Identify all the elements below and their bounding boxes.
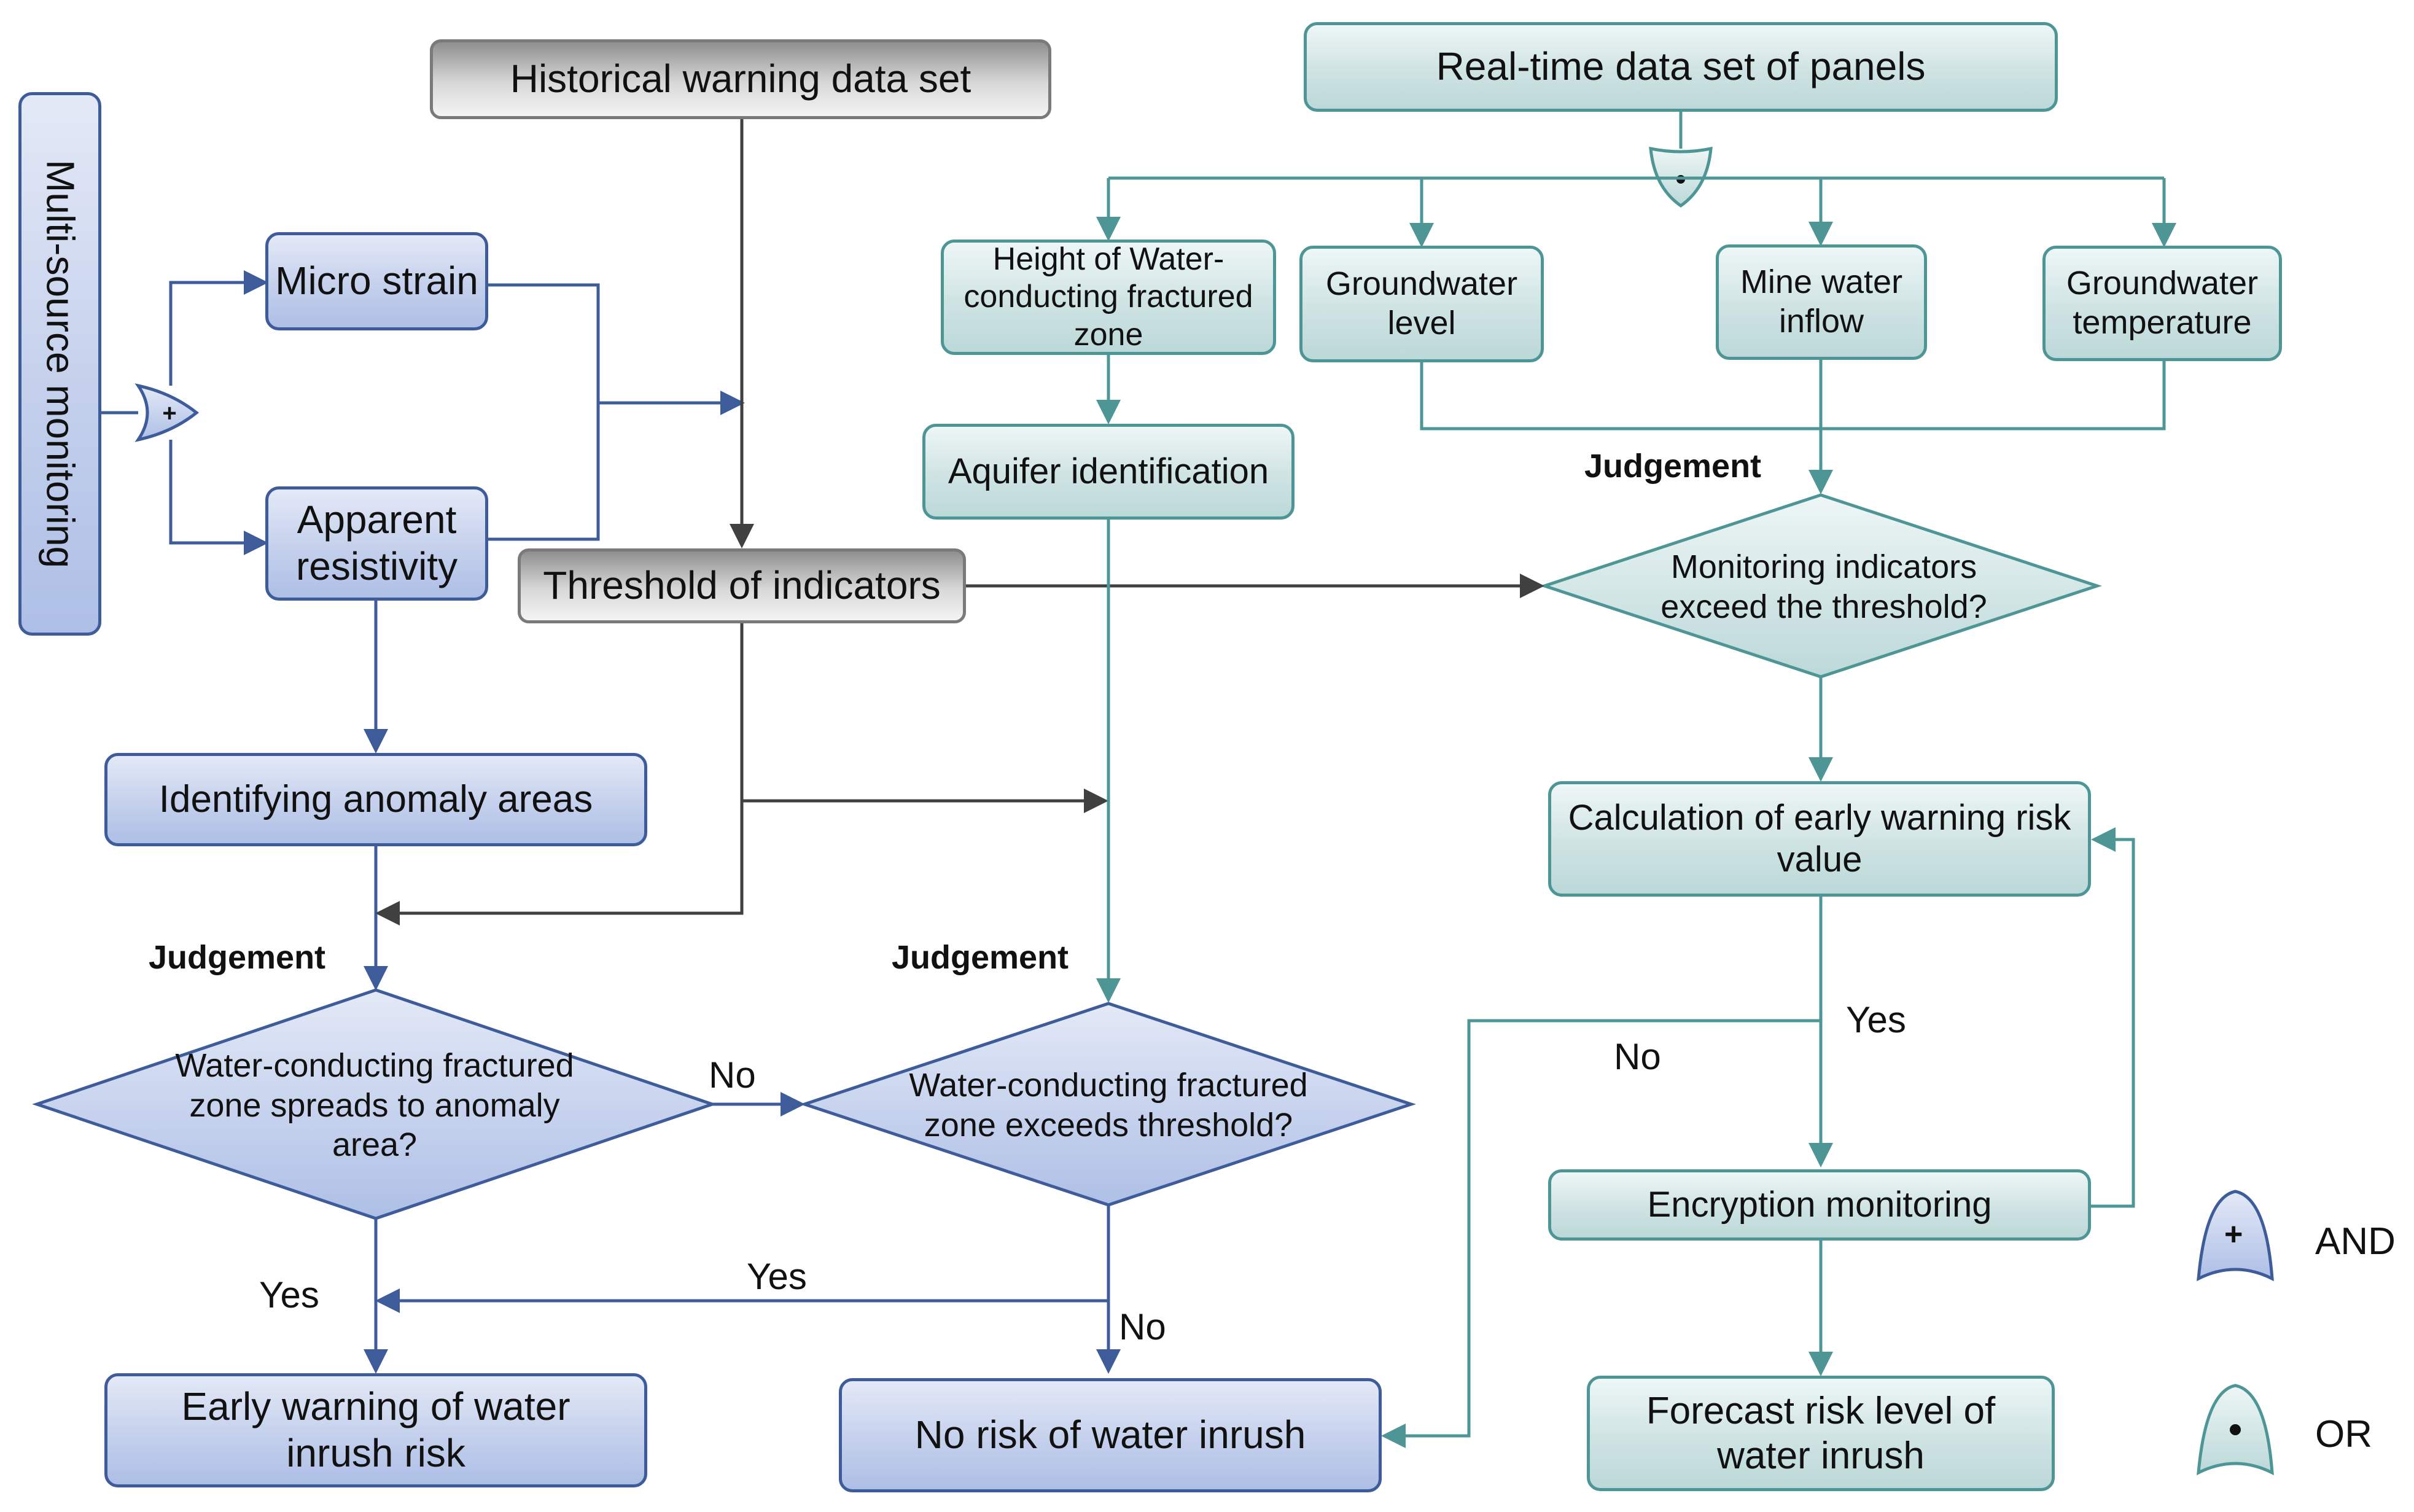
micro-strain-node: Micro strain	[265, 232, 488, 330]
groundwater-temperature-node: Groundwater temperature	[2042, 246, 2282, 361]
forecast-risk-node: Forecast risk level of water inrush	[1587, 1376, 2055, 1491]
legend-and-symbol: +	[2224, 1217, 2243, 1252]
legend-or-label: OR	[2315, 1413, 2372, 1455]
height-fractured-zone-node: Height of Water-conducting fractured zon…	[941, 240, 1276, 355]
and-gate-icon: +	[134, 383, 200, 442]
judgement-label-2: Judgement	[892, 939, 1069, 976]
groundwater-level-node: Groundwater level	[1299, 246, 1544, 362]
decision-d1-text: Water-conducting fractured zone spreads …	[175, 1046, 574, 1164]
historical-warning-node: Historical warning data set	[430, 39, 1051, 119]
no-risk-node: No risk of water inrush	[839, 1378, 1382, 1492]
no-label-d2: No	[1119, 1306, 1166, 1347]
legend-and-icon	[2197, 1190, 2274, 1282]
decision-d3-text: Monitoring indicators exceed the thresho…	[1661, 548, 1987, 625]
judgement-label-1: Judgement	[149, 939, 326, 976]
encryption-monitoring-node: Encryption monitoring	[1548, 1169, 2091, 1241]
aquifer-identification-node: Aquifer identification	[922, 424, 1295, 520]
multi-source-monitoring-node: Multi-source monitoring	[18, 92, 101, 636]
judgement-label-3: Judgement	[1584, 448, 1762, 485]
yes-label-d1: Yes	[259, 1274, 319, 1315]
calculation-risk-node: Calculation of early warning risk value	[1548, 781, 2091, 897]
apparent-resistivity-node: Apparent resistivity	[265, 486, 488, 601]
threshold-node: Threshold of indicators	[518, 548, 966, 623]
early-warning-node: Early warning of water inrush risk	[104, 1373, 647, 1487]
decision-d2-text: Water-conducting fractured zone exceeds …	[909, 1067, 1308, 1144]
legend-and-label: AND	[2315, 1220, 2396, 1263]
yes-label-calc: Yes	[1846, 999, 1906, 1040]
yes-label-d2: Yes	[747, 1256, 807, 1297]
legend-or-icon	[2197, 1384, 2274, 1476]
identifying-anomaly-node: Identifying anomaly areas	[104, 753, 647, 846]
realtime-data-node: Real-time data set of panels	[1304, 22, 2058, 112]
mine-water-inflow-node: Mine water inflow	[1716, 244, 1927, 360]
no-label-calc: No	[1614, 1036, 1661, 1077]
no-label-d1: No	[709, 1054, 756, 1096]
svg-text:+: +	[162, 400, 176, 427]
